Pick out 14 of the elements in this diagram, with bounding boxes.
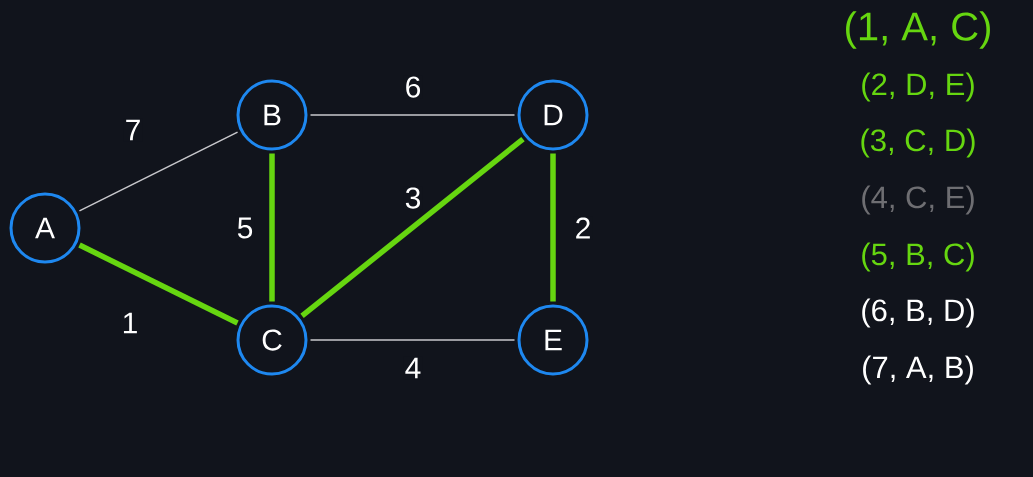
edge-line (78, 131, 239, 212)
edge-line (300, 136, 525, 319)
edge-line (78, 242, 239, 326)
edge-tuple: (6, B, D) (862, 298, 974, 328)
edge-line (550, 153, 556, 302)
edge-tuple: (5, B, C) (862, 242, 974, 272)
edge-tuple: (4, C, E) (862, 185, 974, 215)
edge-line (309, 339, 516, 341)
edge-line (309, 114, 516, 116)
edge-line (269, 153, 275, 302)
edge-tuple: (3, C, D) (861, 128, 975, 158)
edge-tuple: (7, A, B) (863, 355, 973, 385)
edge-tuple: (1, A, C) (846, 11, 990, 49)
edge-tuple: (2, D, E) (862, 72, 974, 102)
